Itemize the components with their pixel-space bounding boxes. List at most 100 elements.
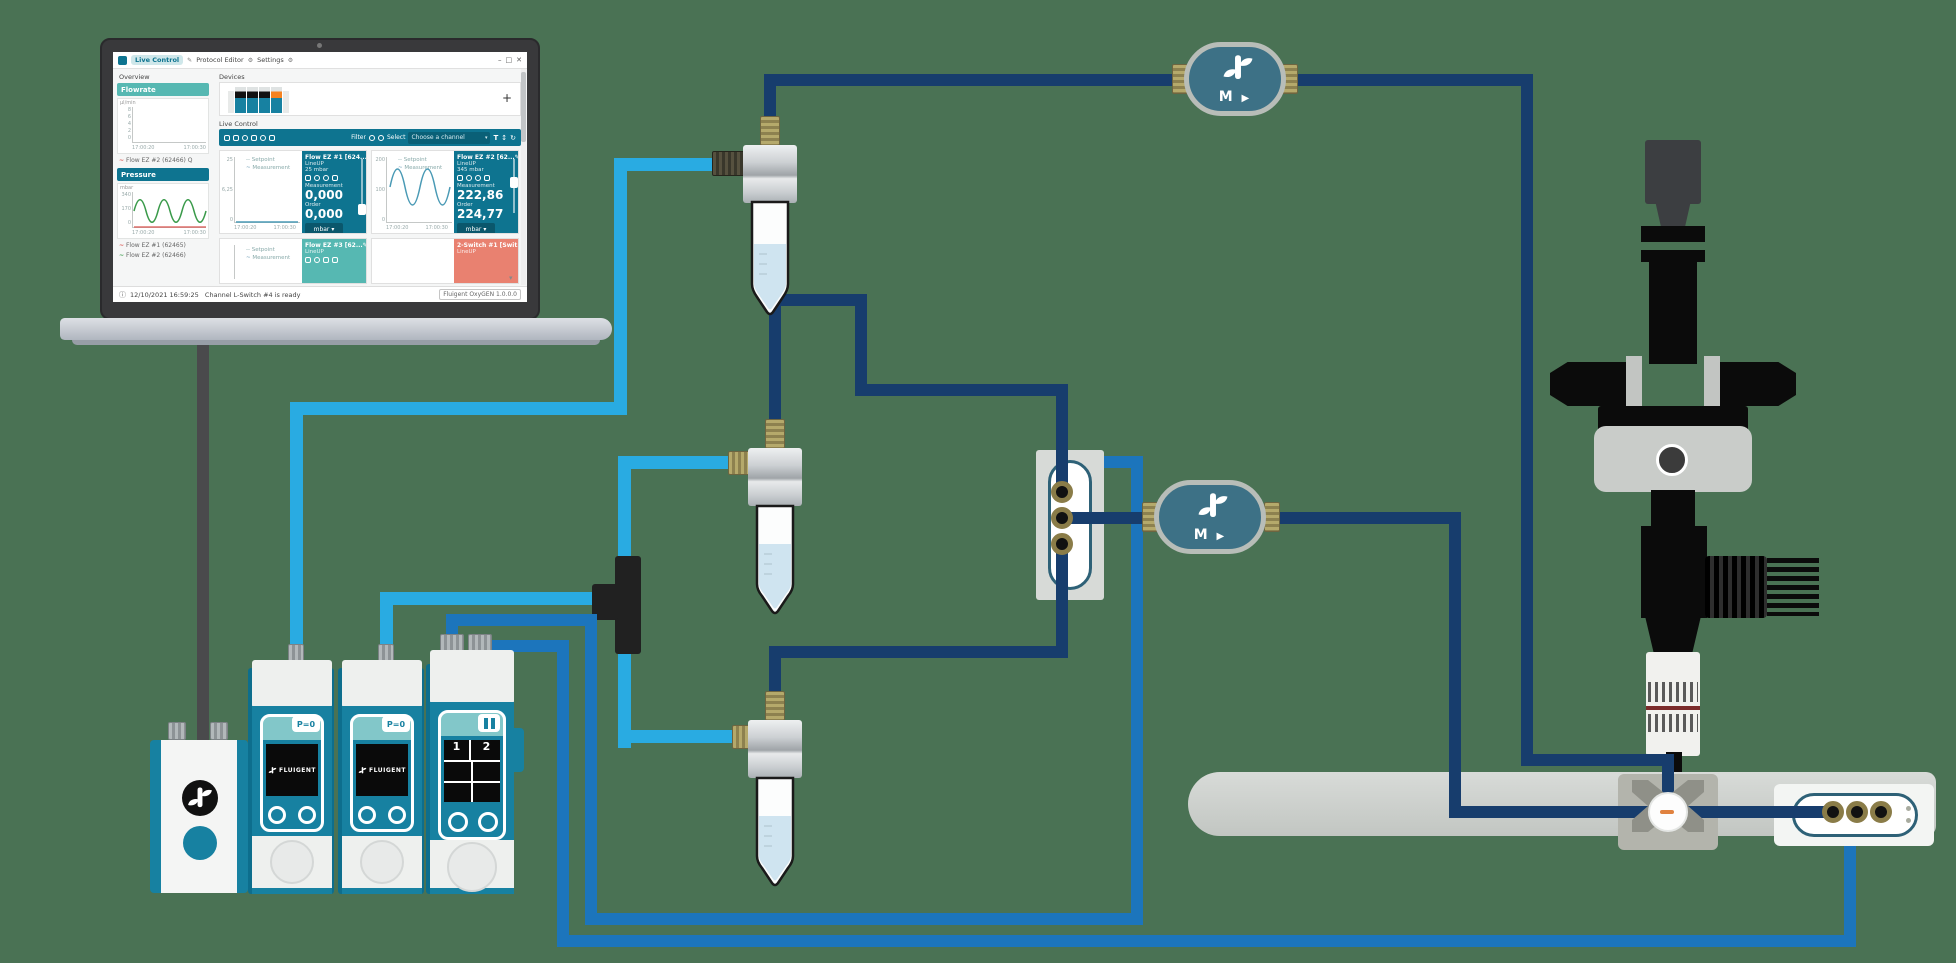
objective-lens [1646, 652, 1700, 756]
mode-icon[interactable] [457, 175, 463, 181]
focus-knob[interactable] [1705, 556, 1767, 618]
devices-label: Devices [219, 73, 245, 81]
device-screen: FLUIGENT [356, 744, 408, 796]
tube-segment [618, 462, 631, 566]
laptop-base [60, 318, 612, 340]
lock-icon[interactable] [484, 175, 490, 181]
outlet-indicator-dot [1906, 818, 1911, 823]
close-button[interactable]: ✕ [516, 56, 522, 64]
lock-icon[interactable] [224, 134, 230, 141]
tab-protocol-editor[interactable]: Protocol Editor [196, 56, 244, 64]
wave-icon: ~ [119, 242, 125, 249]
tube-segment [1056, 512, 1160, 524]
supply-button[interactable] [183, 826, 217, 860]
target-icon[interactable] [323, 175, 329, 181]
tab-settings[interactable]: Settings [257, 56, 284, 64]
play-icon: ▶ [1241, 93, 1252, 104]
refresh-icon[interactable]: ↻ [510, 133, 516, 142]
pressure-legend-1: ~ Flow EZ #1 (62465) [119, 242, 186, 249]
beaker-icon[interactable] [260, 134, 266, 141]
minimize-button[interactable]: – [498, 56, 502, 64]
unit-button[interactable]: mbar▾ [457, 223, 495, 233]
microscope-ring [1641, 226, 1705, 242]
live-control-label: Live Control [219, 120, 258, 128]
channel-panel: Flow EZ #3 [62...✎ LineUP [302, 239, 366, 283]
sensor-body: M ▶ [1154, 480, 1266, 554]
device-top-cap [430, 650, 514, 704]
control-knob[interactable] [388, 806, 406, 824]
chart-legend: ~ Measurement [398, 165, 443, 171]
device-screen: FLUIGENT [266, 744, 318, 796]
sort-icon[interactable]: ↕ [501, 133, 508, 142]
slider-knob[interactable] [358, 204, 366, 215]
control-knob[interactable] [478, 812, 498, 832]
lock-icon[interactable] [332, 175, 338, 181]
maximize-button[interactable]: □ [505, 56, 513, 64]
tube-segment [1276, 512, 1461, 524]
reservoir-b-side-fitting [728, 451, 750, 475]
chevron-down-icon: ▾ [483, 225, 487, 233]
control-knob[interactable] [448, 812, 468, 832]
version-box[interactable]: Fluigent OxyGEN 1.0.0.0 [439, 289, 521, 300]
monitor-icon[interactable] [233, 134, 239, 141]
filter-label: Filter [351, 134, 366, 141]
channel-card-2switch: 2-Switch #1 [Swit...✎ LineUP [371, 238, 519, 284]
pressure-legend-2: ~ Flow EZ #2 (62466) [119, 252, 186, 259]
supply-body [161, 740, 237, 893]
scrollbar-track[interactable] [521, 69, 526, 285]
slider-knob[interactable] [510, 177, 518, 188]
valve-icon[interactable] [323, 257, 329, 263]
axis-lines [386, 157, 452, 223]
microscope-head-knob [1656, 444, 1688, 476]
cable-segment [446, 614, 597, 626]
pressure-header[interactable]: Pressure [117, 168, 209, 181]
software-screen: Live Control ✎ Protocol Editor ⚙ Setting… [113, 52, 527, 302]
channel-panel: 2-Switch #1 [Swit...✎ LineUP [454, 239, 518, 283]
tube-segment [618, 456, 738, 469]
target-icon[interactable] [475, 175, 481, 181]
unit-button[interactable]: mbar▾ [305, 223, 343, 233]
add-device-button[interactable]: + [501, 91, 512, 105]
link-icon[interactable] [242, 134, 248, 141]
mode-icon[interactable] [305, 175, 311, 181]
chip-channel-mark [1660, 810, 1674, 814]
cable-segment [585, 614, 597, 925]
channel-dropdown[interactable]: Choose a channel ▾ [408, 131, 491, 144]
scrollbar-thumb[interactable] [521, 72, 526, 142]
droplet-icon[interactable] [368, 134, 375, 141]
device-face [350, 714, 414, 832]
app-logo-icon [118, 55, 127, 65]
channel-title: Flow EZ #3 [62... [305, 242, 363, 249]
flowrate-header[interactable]: Flowrate [117, 83, 209, 96]
gear-icon[interactable] [314, 175, 320, 181]
chart-legend: -- Setpoint [246, 157, 275, 163]
control-knob[interactable] [268, 806, 286, 824]
chart-legend: ~ Measurement [246, 255, 291, 261]
scroll-down-chevron[interactable]: ▾ [509, 274, 513, 282]
channel-line: LineUP [305, 249, 324, 255]
control-knob[interactable] [358, 806, 376, 824]
text-icon[interactable] [251, 134, 257, 141]
gear-icon[interactable] [314, 257, 320, 263]
tee-body [615, 556, 641, 654]
gear-icon[interactable] [466, 175, 472, 181]
tab-live-control[interactable]: Live Control [131, 55, 184, 65]
channel-panel: Flow EZ #1 [624...✎ LineUP 25 mbar Measu… [302, 151, 366, 233]
pressure-badge: P=0 [292, 716, 320, 732]
objective-grip [1648, 714, 1698, 732]
text-icon[interactable] [332, 257, 338, 263]
camera-icon[interactable] [269, 134, 275, 141]
fluigent-pinwheel-icon [1198, 493, 1228, 518]
devices-card: + [219, 82, 521, 116]
graph-icon[interactable] [377, 134, 384, 141]
filter-t-icon[interactable]: T [493, 133, 499, 142]
mode-icon[interactable] [305, 257, 311, 263]
pencil-icon[interactable]: ✎ [363, 242, 366, 249]
device-face [438, 710, 506, 840]
gear-icon[interactable]: ⚙ [287, 56, 294, 64]
control-knob[interactable] [298, 806, 316, 824]
microscope-right-arm [1716, 362, 1796, 406]
pencil-icon[interactable]: ✎ [515, 154, 518, 161]
